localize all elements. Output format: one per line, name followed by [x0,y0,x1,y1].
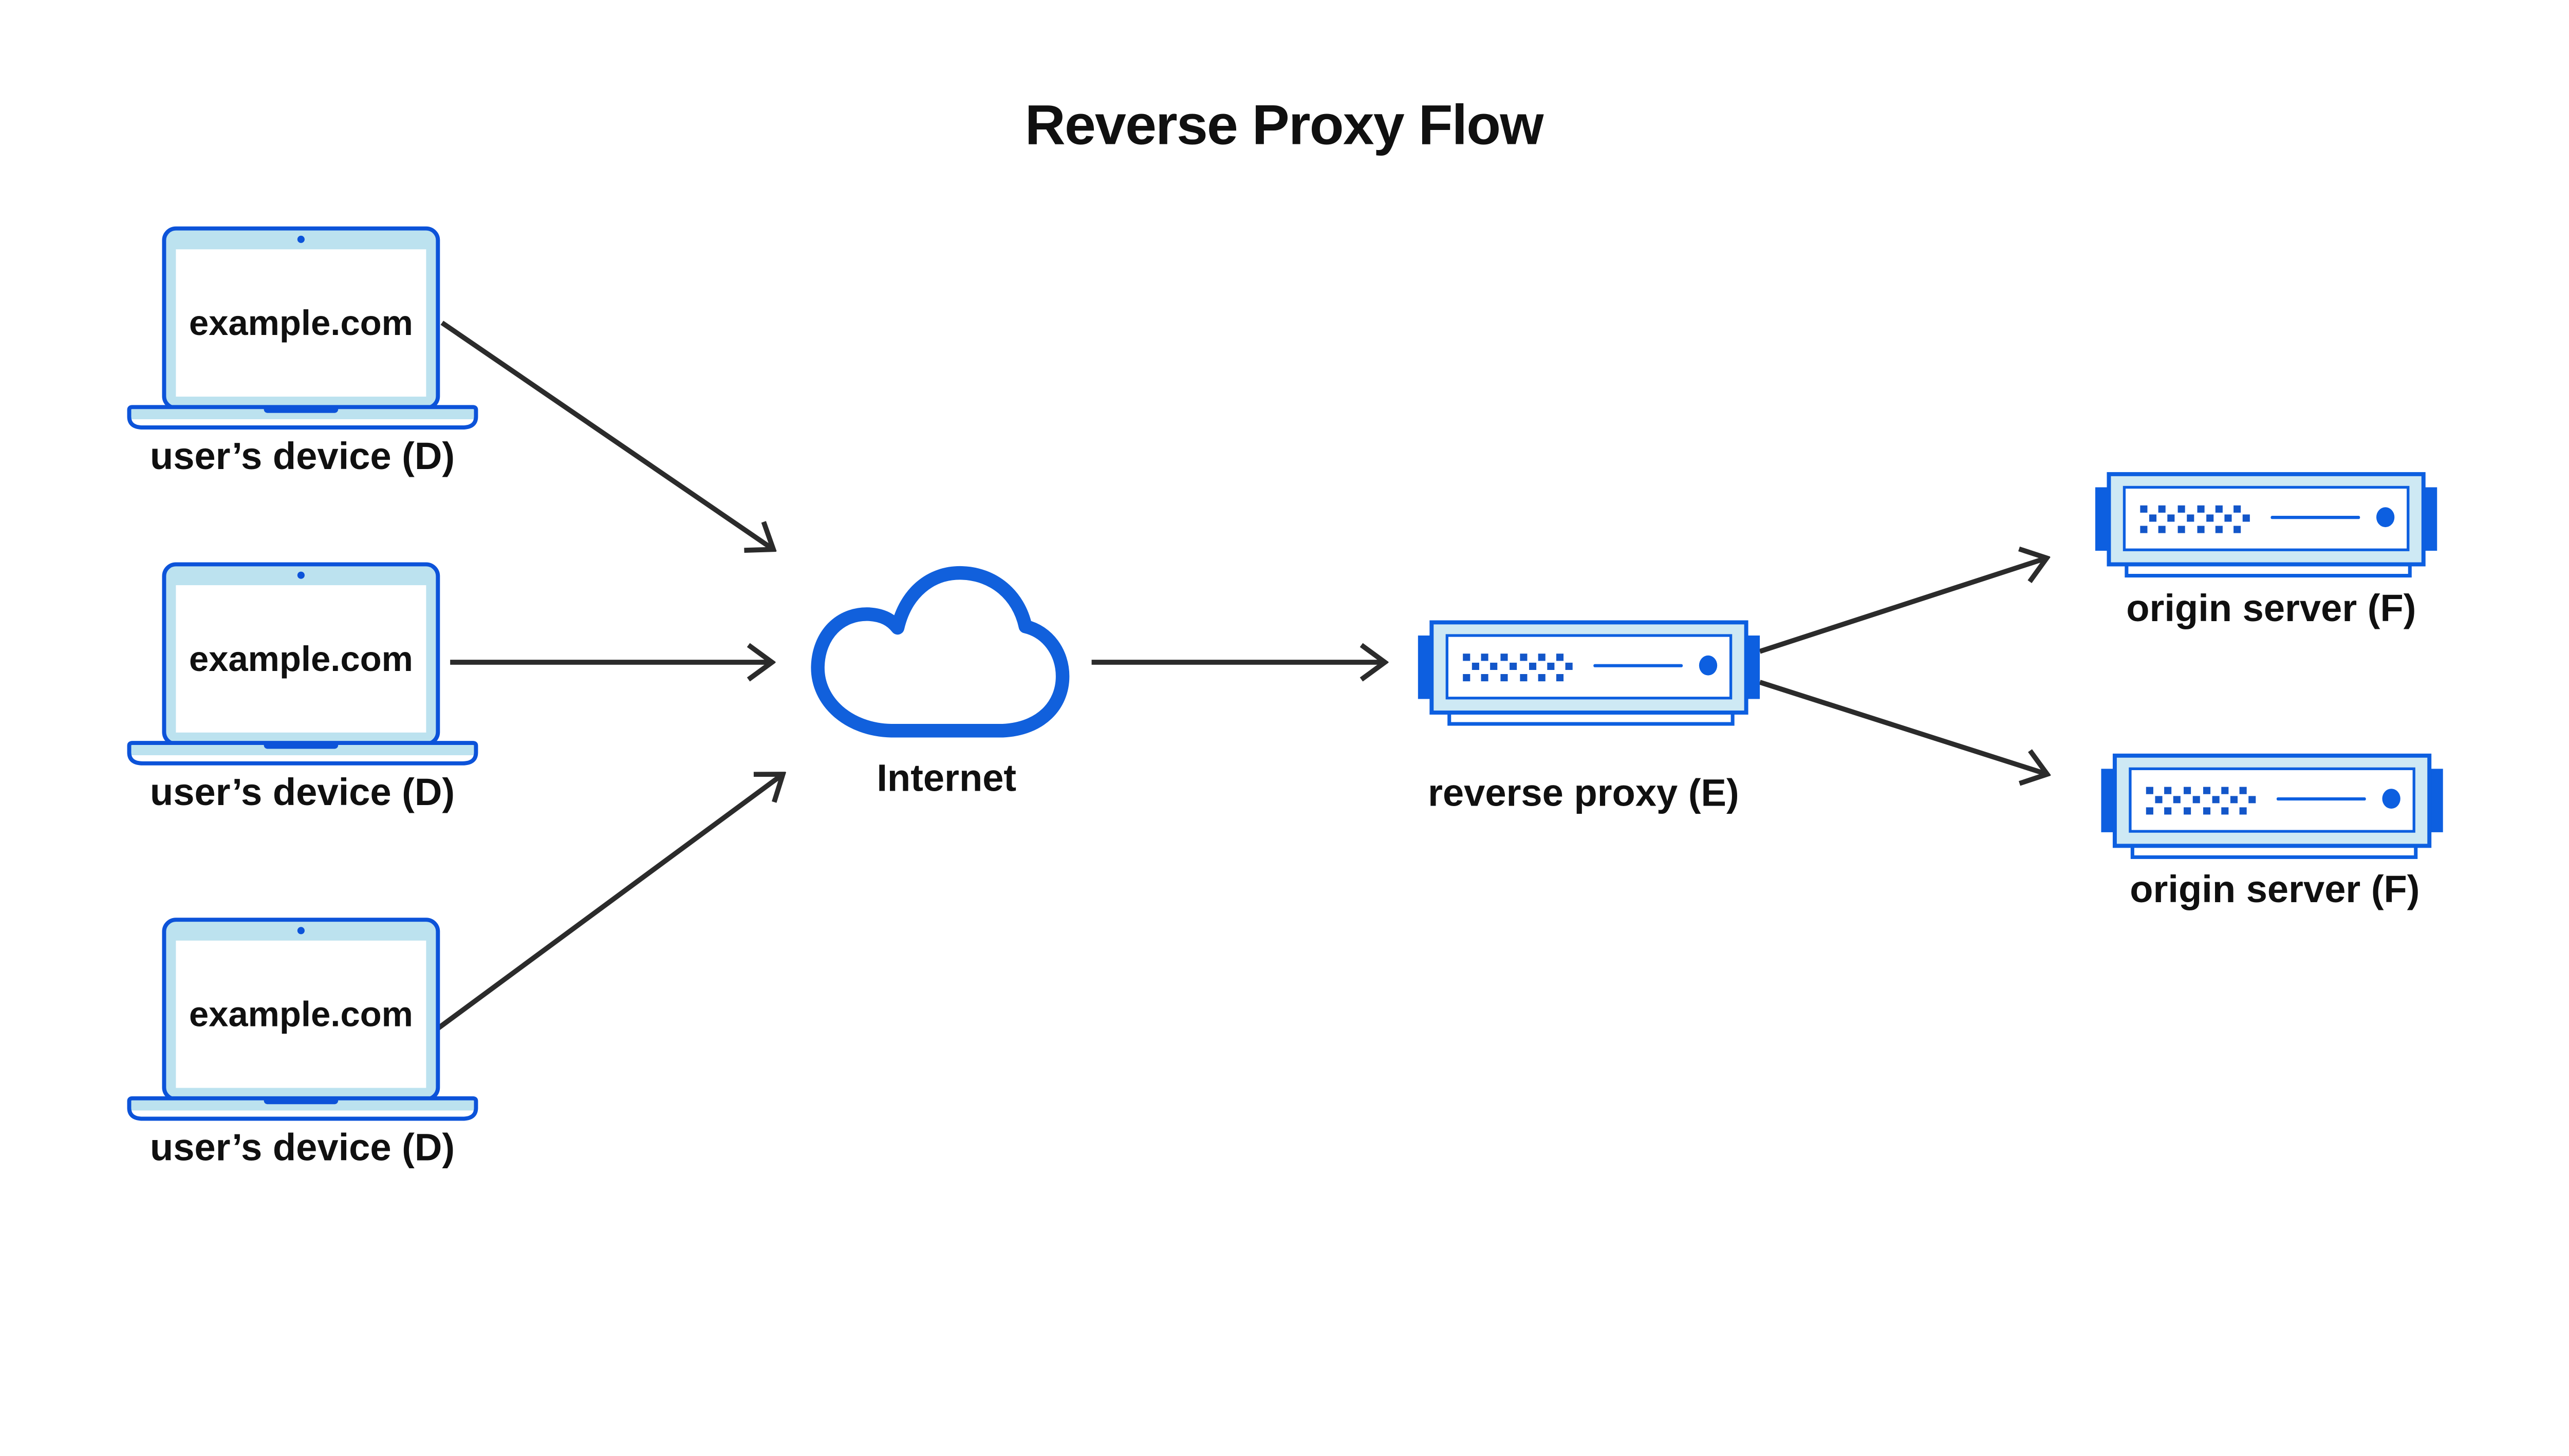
device-label: user’s device (D) [150,435,455,477]
flow-arrows [437,321,2047,1030]
origin-server-node-2: origin server (F) [2101,756,2443,910]
internet-node: Internet [811,566,1070,799]
arrow-device3-to-internet [437,774,783,1030]
page-title: Reverse Proxy Flow [1025,94,1544,157]
user-device-node-1: example.com user’s device (D) [129,229,476,477]
origin-server-node-1: origin server (F) [2095,474,2437,629]
reverse-proxy-flow-diagram: Reverse Proxy Flow example.com user’s de… [127,94,2445,1169]
server-icon [2095,474,2437,576]
diagram-canvas: Reverse Proxy Flow example.com user’s de… [127,94,2445,1169]
origin-server-label: origin server (F) [2130,868,2419,910]
reverse-proxy-label: reverse proxy (E) [1428,772,1739,814]
server-icon [2101,756,2443,857]
arrow-proxy-to-origin2 [1759,680,2047,774]
reverse-proxy-node: reverse proxy (E) [1418,622,1760,814]
device-screen-url: example.com [189,303,413,343]
user-device-node-3: example.com user’s device (D) [129,920,476,1169]
cloud-icon [811,566,1070,738]
arrow-proxy-to-origin1 [1759,558,2046,654]
internet-label: Internet [877,757,1016,799]
device-screen-url: example.com [189,995,413,1034]
device-label: user’s device (D) [150,1126,455,1169]
server-icon [1418,622,1760,724]
device-screen-url: example.com [189,639,413,679]
user-device-node-2: example.com user’s device (D) [129,564,476,813]
arrow-device1-to-internet [440,321,773,549]
origin-server-label: origin server (F) [2126,587,2416,629]
device-label: user’s device (D) [150,771,455,813]
